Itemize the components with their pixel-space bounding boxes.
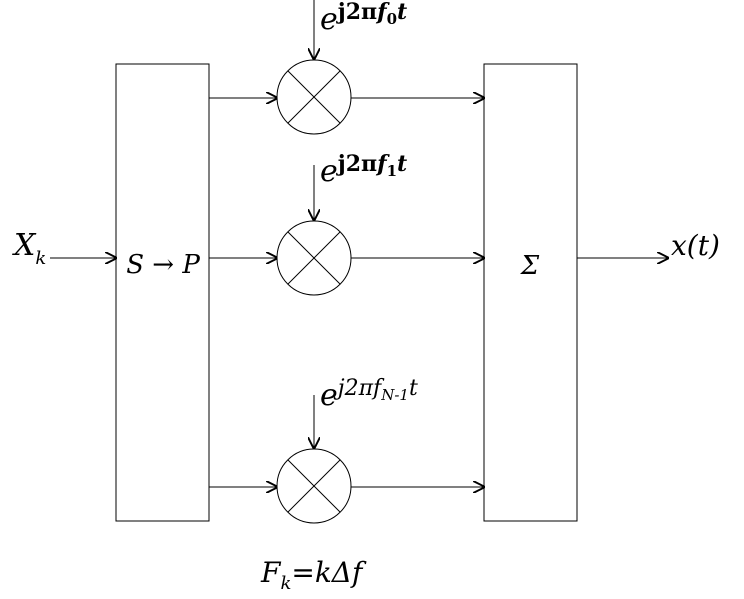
oscillator-0-label: ej2πf0t (320, 0, 407, 37)
frequency-formula: Fk=kΔf (260, 556, 367, 594)
output-label: x(t) (671, 229, 720, 262)
multiplier-1 (276, 220, 352, 296)
oscillator-2-label: ej2πfN-1t (320, 376, 418, 413)
serial-to-parallel-label: S → P (126, 250, 200, 280)
multiplier-2 (276, 448, 352, 524)
multiplier-0 (276, 59, 352, 135)
serial-to-parallel-block (115, 63, 210, 522)
summation-label: Σ (520, 251, 540, 281)
input-label: Xk (12, 228, 46, 269)
summation-block (483, 63, 578, 522)
oscillator-1-label: ej2πf1t (320, 151, 407, 189)
